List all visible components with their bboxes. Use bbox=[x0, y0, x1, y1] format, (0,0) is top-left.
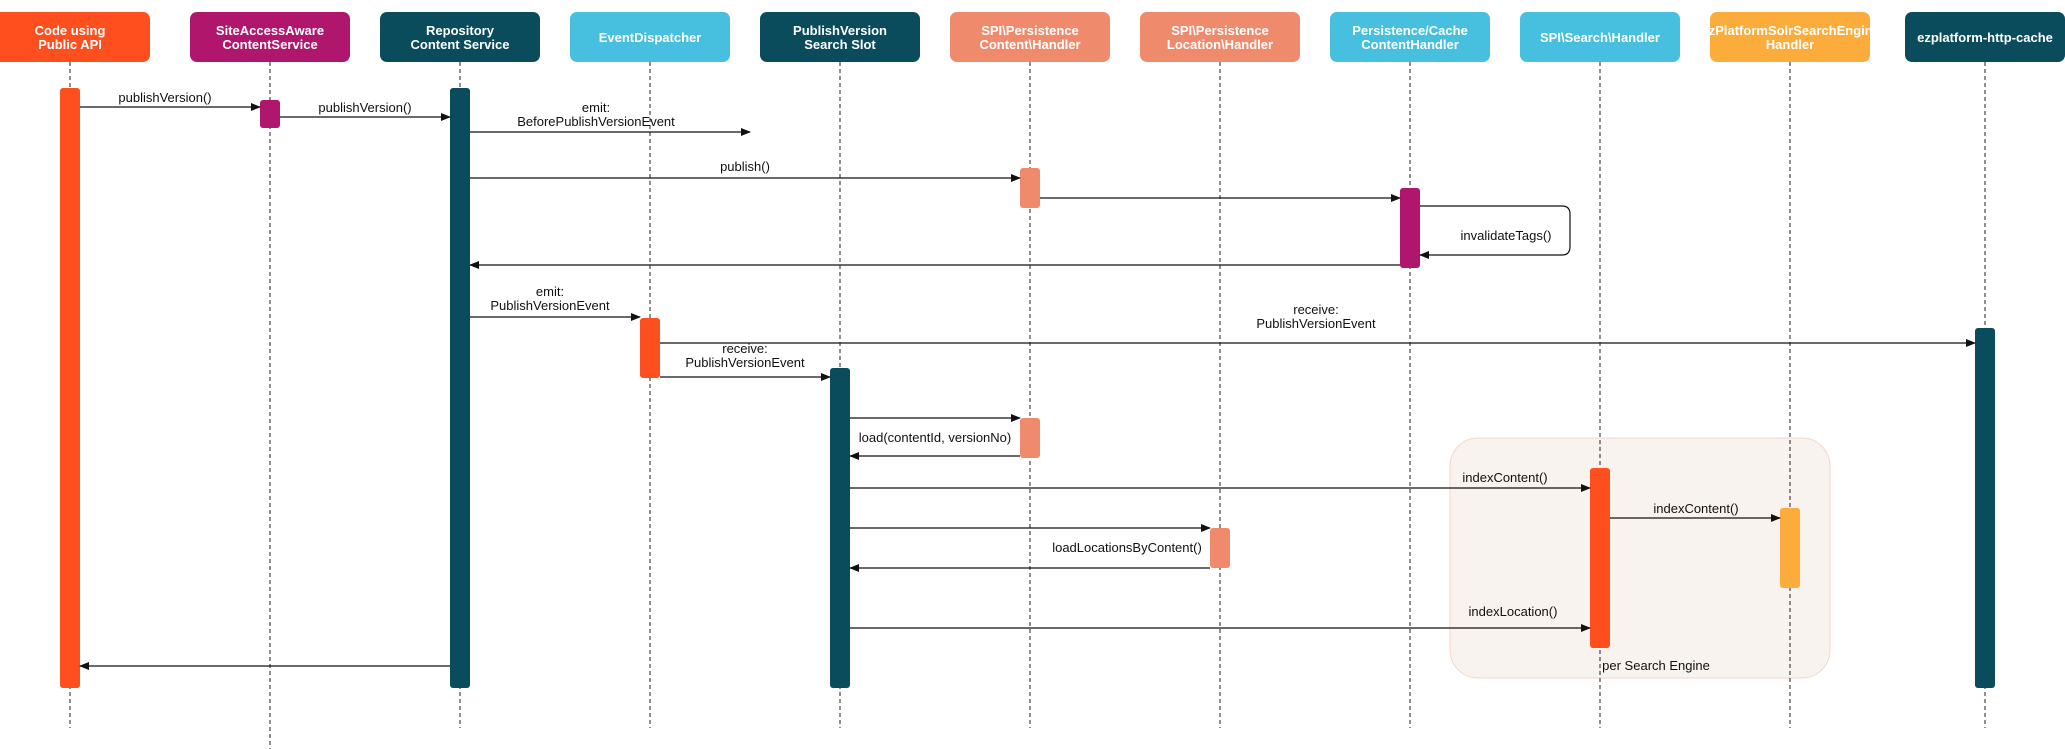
group-box bbox=[1449, 437, 1831, 679]
message-label: publishVersion() bbox=[318, 100, 411, 115]
participant-label: SiteAccessAware bbox=[216, 23, 324, 38]
message-label: indexLocation() bbox=[1469, 604, 1558, 619]
participant-box bbox=[1905, 12, 2065, 62]
participant-label: Location\Handler bbox=[1167, 37, 1273, 52]
message-label: PublishVersionEvent bbox=[490, 298, 610, 313]
participant-box bbox=[1710, 12, 1870, 62]
activation-search bbox=[1590, 468, 1610, 648]
message-label: PublishVersionEvent bbox=[1256, 316, 1376, 331]
participant-box bbox=[570, 12, 730, 62]
group-label: per Search Engine bbox=[1602, 658, 1710, 673]
participant-box bbox=[380, 12, 540, 62]
participant-box bbox=[0, 12, 150, 62]
message-dispatcher-to-httpcache: receive:PublishVersionEvent bbox=[660, 302, 1976, 347]
message-label: publish() bbox=[720, 159, 770, 174]
message-repo-to-spi-content: publish() bbox=[470, 159, 1021, 182]
message-code-to-siteaccess: publishVersion() bbox=[80, 90, 261, 111]
messages: publishVersion()publishVersion()emit:Bef… bbox=[79, 90, 1976, 670]
participant-label: ezplatform-http-cache bbox=[1917, 30, 2053, 45]
message-slot-to-search: indexLocation() bbox=[850, 604, 1591, 632]
activation-dispatcher bbox=[640, 318, 660, 378]
message-label: emit: bbox=[582, 100, 610, 115]
message-label: load(contentId, versionNo) bbox=[859, 430, 1011, 445]
message-arrow bbox=[1419, 205, 1571, 259]
participant-box bbox=[1520, 12, 1680, 62]
message-label: receive: bbox=[1293, 302, 1339, 317]
search-engine-group: per Search Engine bbox=[1449, 437, 1831, 679]
participant-box bbox=[1140, 12, 1300, 62]
message-repo-to-dispatcher: emit:BeforePublishVersionEvent bbox=[470, 100, 751, 136]
message-cache-to-cache: invalidateTags() bbox=[1419, 205, 1571, 259]
message-label: PublishVersionEvent bbox=[685, 355, 805, 370]
participant-label: Persistence/Cache bbox=[1352, 23, 1468, 38]
message-label: BeforePublishVersionEvent bbox=[517, 114, 675, 129]
participant-dispatcher: EventDispatcher bbox=[570, 12, 730, 62]
message-label: publishVersion() bbox=[118, 90, 211, 105]
message-siteaccess-to-repo: publishVersion() bbox=[280, 100, 451, 121]
participant-label: Content Service bbox=[411, 37, 510, 52]
activation-spi-content bbox=[1020, 418, 1040, 458]
message-label: loadLocationsByContent() bbox=[1052, 540, 1202, 555]
participant-label: Content\Handler bbox=[979, 37, 1080, 52]
activation-repo bbox=[450, 88, 470, 688]
participant-label: Public API bbox=[38, 37, 102, 52]
activation-siteaccess bbox=[260, 100, 280, 128]
activation-slot bbox=[830, 368, 850, 688]
message-label: indexContent() bbox=[1462, 470, 1547, 485]
message-dispatcher-to-slot: receive:PublishVersionEvent bbox=[660, 341, 831, 381]
participant-httpcache: ezplatform-http-cache bbox=[1905, 12, 2065, 62]
activation-spi-location bbox=[1210, 528, 1230, 568]
participant-search: SPI\Search\Handler bbox=[1520, 12, 1680, 62]
message-label: receive: bbox=[722, 341, 768, 356]
participant-label: ContentHandler bbox=[1361, 37, 1459, 52]
activation-httpcache bbox=[1975, 328, 1995, 688]
message-label: indexContent() bbox=[1653, 501, 1738, 516]
participant-label: Repository bbox=[426, 23, 495, 38]
participant-label: SPI\Persistence bbox=[1171, 23, 1269, 38]
activation-bars bbox=[60, 88, 1995, 688]
participant-label: ContentService bbox=[222, 37, 317, 52]
participant-box bbox=[1330, 12, 1490, 62]
participant-label: Handler bbox=[1766, 37, 1814, 52]
message-label: emit: bbox=[536, 284, 564, 299]
activation-code bbox=[60, 88, 80, 688]
participant-label: Search Slot bbox=[804, 37, 876, 52]
participant-label: SPI\Persistence bbox=[981, 23, 1079, 38]
activation-spi-content bbox=[1020, 168, 1040, 208]
message-spi-location-to-slot: loadLocationsByContent() bbox=[849, 540, 1210, 572]
participant-box bbox=[950, 12, 1110, 62]
participant-label: PublishVersion bbox=[793, 23, 887, 38]
activation-solr bbox=[1780, 508, 1800, 588]
message-slot-to-search: indexContent() bbox=[850, 470, 1591, 492]
message-repo-to-dispatcher: emit:PublishVersionEvent bbox=[470, 284, 641, 321]
message-label: invalidateTags() bbox=[1460, 228, 1551, 243]
participant-label: EventDispatcher bbox=[599, 30, 702, 45]
participant-label: EzPlatformSolrSearchEngine bbox=[1700, 23, 1880, 38]
participant-box bbox=[760, 12, 920, 62]
participant-label: Code using bbox=[35, 23, 106, 38]
participant-box bbox=[190, 12, 350, 62]
participant-label: SPI\Search\Handler bbox=[1540, 30, 1660, 45]
message-search-to-solr: indexContent() bbox=[1610, 501, 1781, 522]
message-spi-content-to-slot: load(contentId, versionNo) bbox=[849, 430, 1020, 460]
activation-cache bbox=[1400, 188, 1420, 268]
